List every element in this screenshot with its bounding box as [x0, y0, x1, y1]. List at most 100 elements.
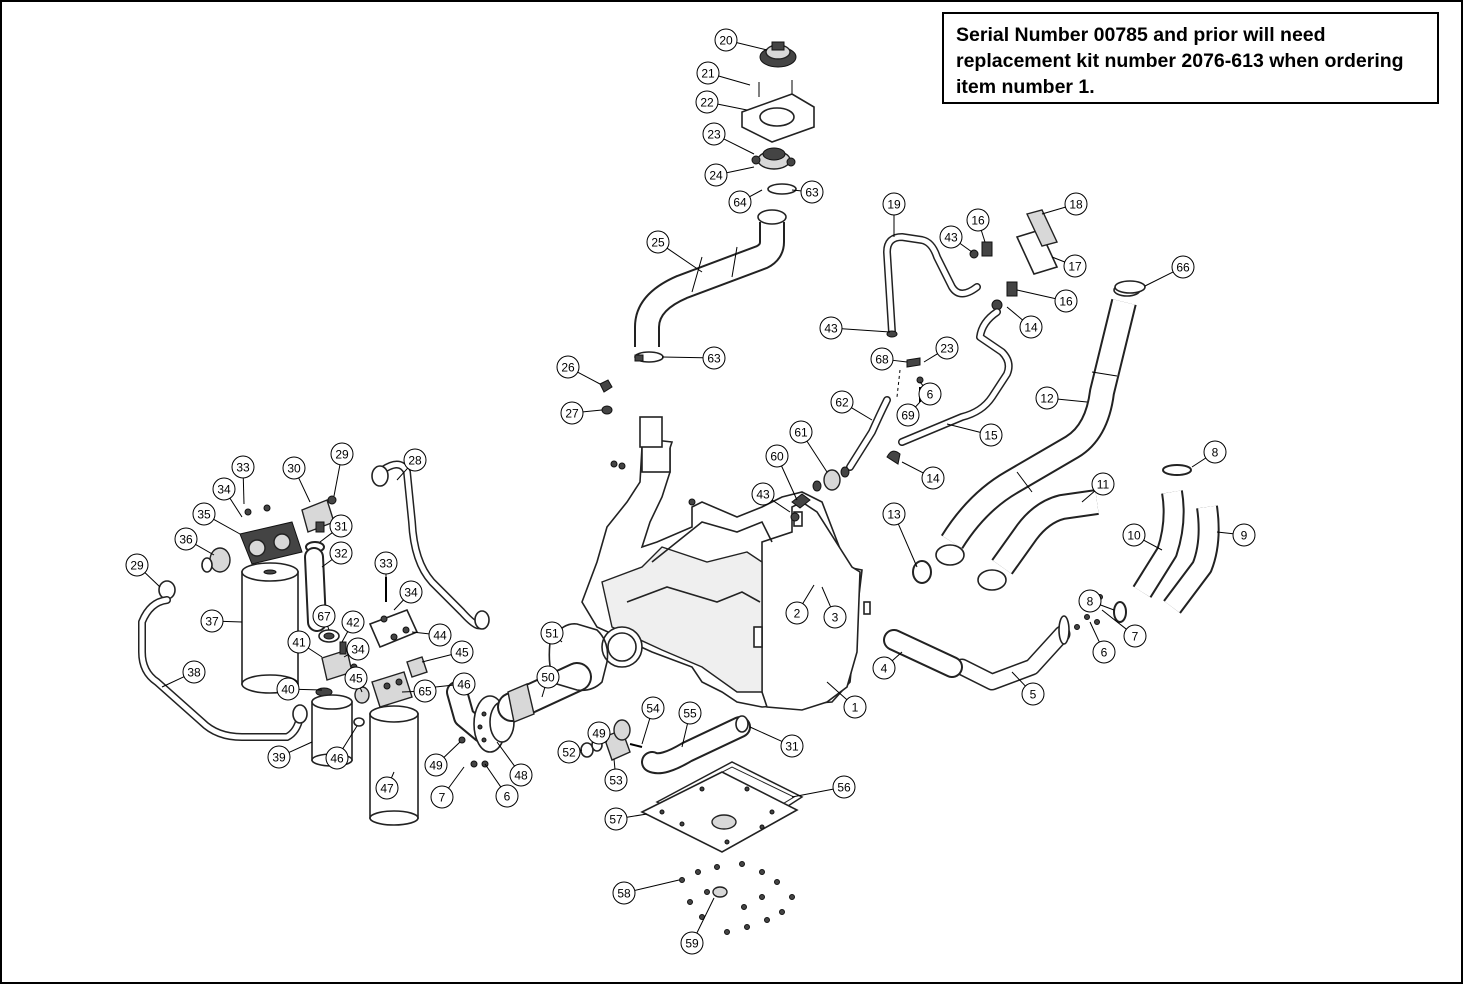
leader-line	[342, 725, 358, 749]
leader-line	[923, 353, 938, 363]
callout-number: 16	[1059, 295, 1073, 309]
leader-line	[771, 499, 791, 513]
leader-line	[1081, 490, 1095, 503]
leader-line	[736, 42, 768, 51]
leader-line	[681, 723, 688, 748]
callout-number: 46	[457, 678, 471, 692]
leader-line	[229, 497, 243, 518]
callout-43: 43	[819, 316, 891, 340]
leader-line	[781, 465, 798, 501]
leader-line	[749, 726, 783, 742]
callout-number: 33	[236, 461, 250, 475]
leader-line	[333, 464, 341, 497]
cover-screws	[679, 861, 795, 935]
callout-29: 29	[125, 553, 161, 588]
callout-60: 60	[765, 444, 798, 501]
leader-line	[626, 813, 648, 818]
callout-52: 52	[557, 740, 583, 764]
callout-10: 10	[1122, 523, 1163, 551]
callout-circle	[728, 190, 752, 214]
callout-circle	[604, 807, 628, 831]
callout-number: 31	[785, 740, 799, 754]
callout-59: 59	[680, 897, 715, 955]
leader-line	[634, 879, 680, 891]
callout-number: 49	[429, 759, 443, 773]
callout-14: 14	[901, 461, 945, 490]
callout-circle	[556, 355, 580, 379]
callout-34: 34	[393, 580, 423, 611]
callout-51: 51	[540, 621, 564, 645]
callout-circle	[785, 601, 809, 625]
leader-line	[1191, 457, 1207, 468]
callout-14: 14	[1006, 306, 1043, 339]
leader-line	[1011, 671, 1026, 687]
callout-4: 4	[872, 651, 903, 680]
callout-number: 7	[439, 791, 446, 805]
callout-number: 68	[875, 353, 889, 367]
callout-circle	[935, 336, 959, 360]
callout-25: 25	[646, 230, 703, 273]
callout-49: 49	[587, 721, 611, 745]
callout-number: 69	[901, 409, 915, 423]
leader-line	[892, 359, 908, 363]
callout-number: 54	[646, 702, 660, 716]
callout-43: 43	[751, 482, 791, 513]
callout-number: 13	[887, 508, 901, 522]
callout-2: 2	[785, 584, 815, 625]
leader-line	[959, 242, 973, 253]
callout-48: 48	[496, 741, 533, 787]
callout-circle	[276, 677, 300, 701]
leader-line	[1216, 531, 1234, 535]
callout-number: 63	[707, 352, 721, 366]
callout-circle	[341, 610, 365, 634]
leader-line	[1057, 398, 1088, 403]
callout-circle	[843, 695, 867, 719]
leader-line	[726, 166, 755, 174]
callout-31: 31	[319, 514, 353, 543]
callout-number: 32	[334, 547, 348, 561]
leader-line	[1089, 621, 1100, 643]
callout-number: 43	[756, 488, 770, 502]
callout-number: 52	[562, 746, 576, 760]
leader-line	[242, 477, 245, 505]
callout-circle	[1054, 289, 1078, 313]
leader-line	[891, 651, 903, 662]
leader-line	[319, 532, 333, 543]
callout-number: 27	[565, 407, 579, 421]
callout-number: 23	[940, 342, 954, 356]
callout-19: 19	[882, 192, 906, 237]
callout-number: 8	[1087, 595, 1094, 609]
callout-50: 50	[536, 665, 560, 698]
callout-number: 36	[179, 533, 193, 547]
leader-line	[298, 477, 311, 503]
callout-number: 44	[433, 629, 447, 643]
callout-number: 45	[455, 646, 469, 660]
callout-37: 37	[200, 609, 243, 633]
callout-number: 7	[1132, 630, 1139, 644]
callout-circle	[1171, 255, 1195, 279]
callout-number: 42	[346, 616, 360, 630]
callout-circle	[1078, 589, 1102, 613]
leader-line	[213, 518, 241, 535]
callout-46: 46	[325, 725, 358, 770]
callout-circle	[765, 444, 789, 468]
callout-circle	[557, 740, 581, 764]
callout-circle	[1092, 640, 1116, 664]
leader-line	[484, 763, 502, 788]
callout-circle	[344, 666, 368, 690]
leader-line	[749, 189, 763, 198]
callout-circle	[641, 696, 665, 720]
callout-circle	[830, 390, 854, 414]
callout-68: 68	[870, 347, 908, 371]
callout-number: 1	[852, 701, 859, 715]
callout-circle	[375, 776, 399, 800]
hydraulic-tank	[581, 439, 871, 711]
callout-circle	[428, 623, 452, 647]
callout-circle	[680, 931, 704, 955]
callout-61: 61	[789, 420, 828, 473]
callout-circle	[560, 401, 584, 425]
callout-circle	[1122, 523, 1146, 547]
